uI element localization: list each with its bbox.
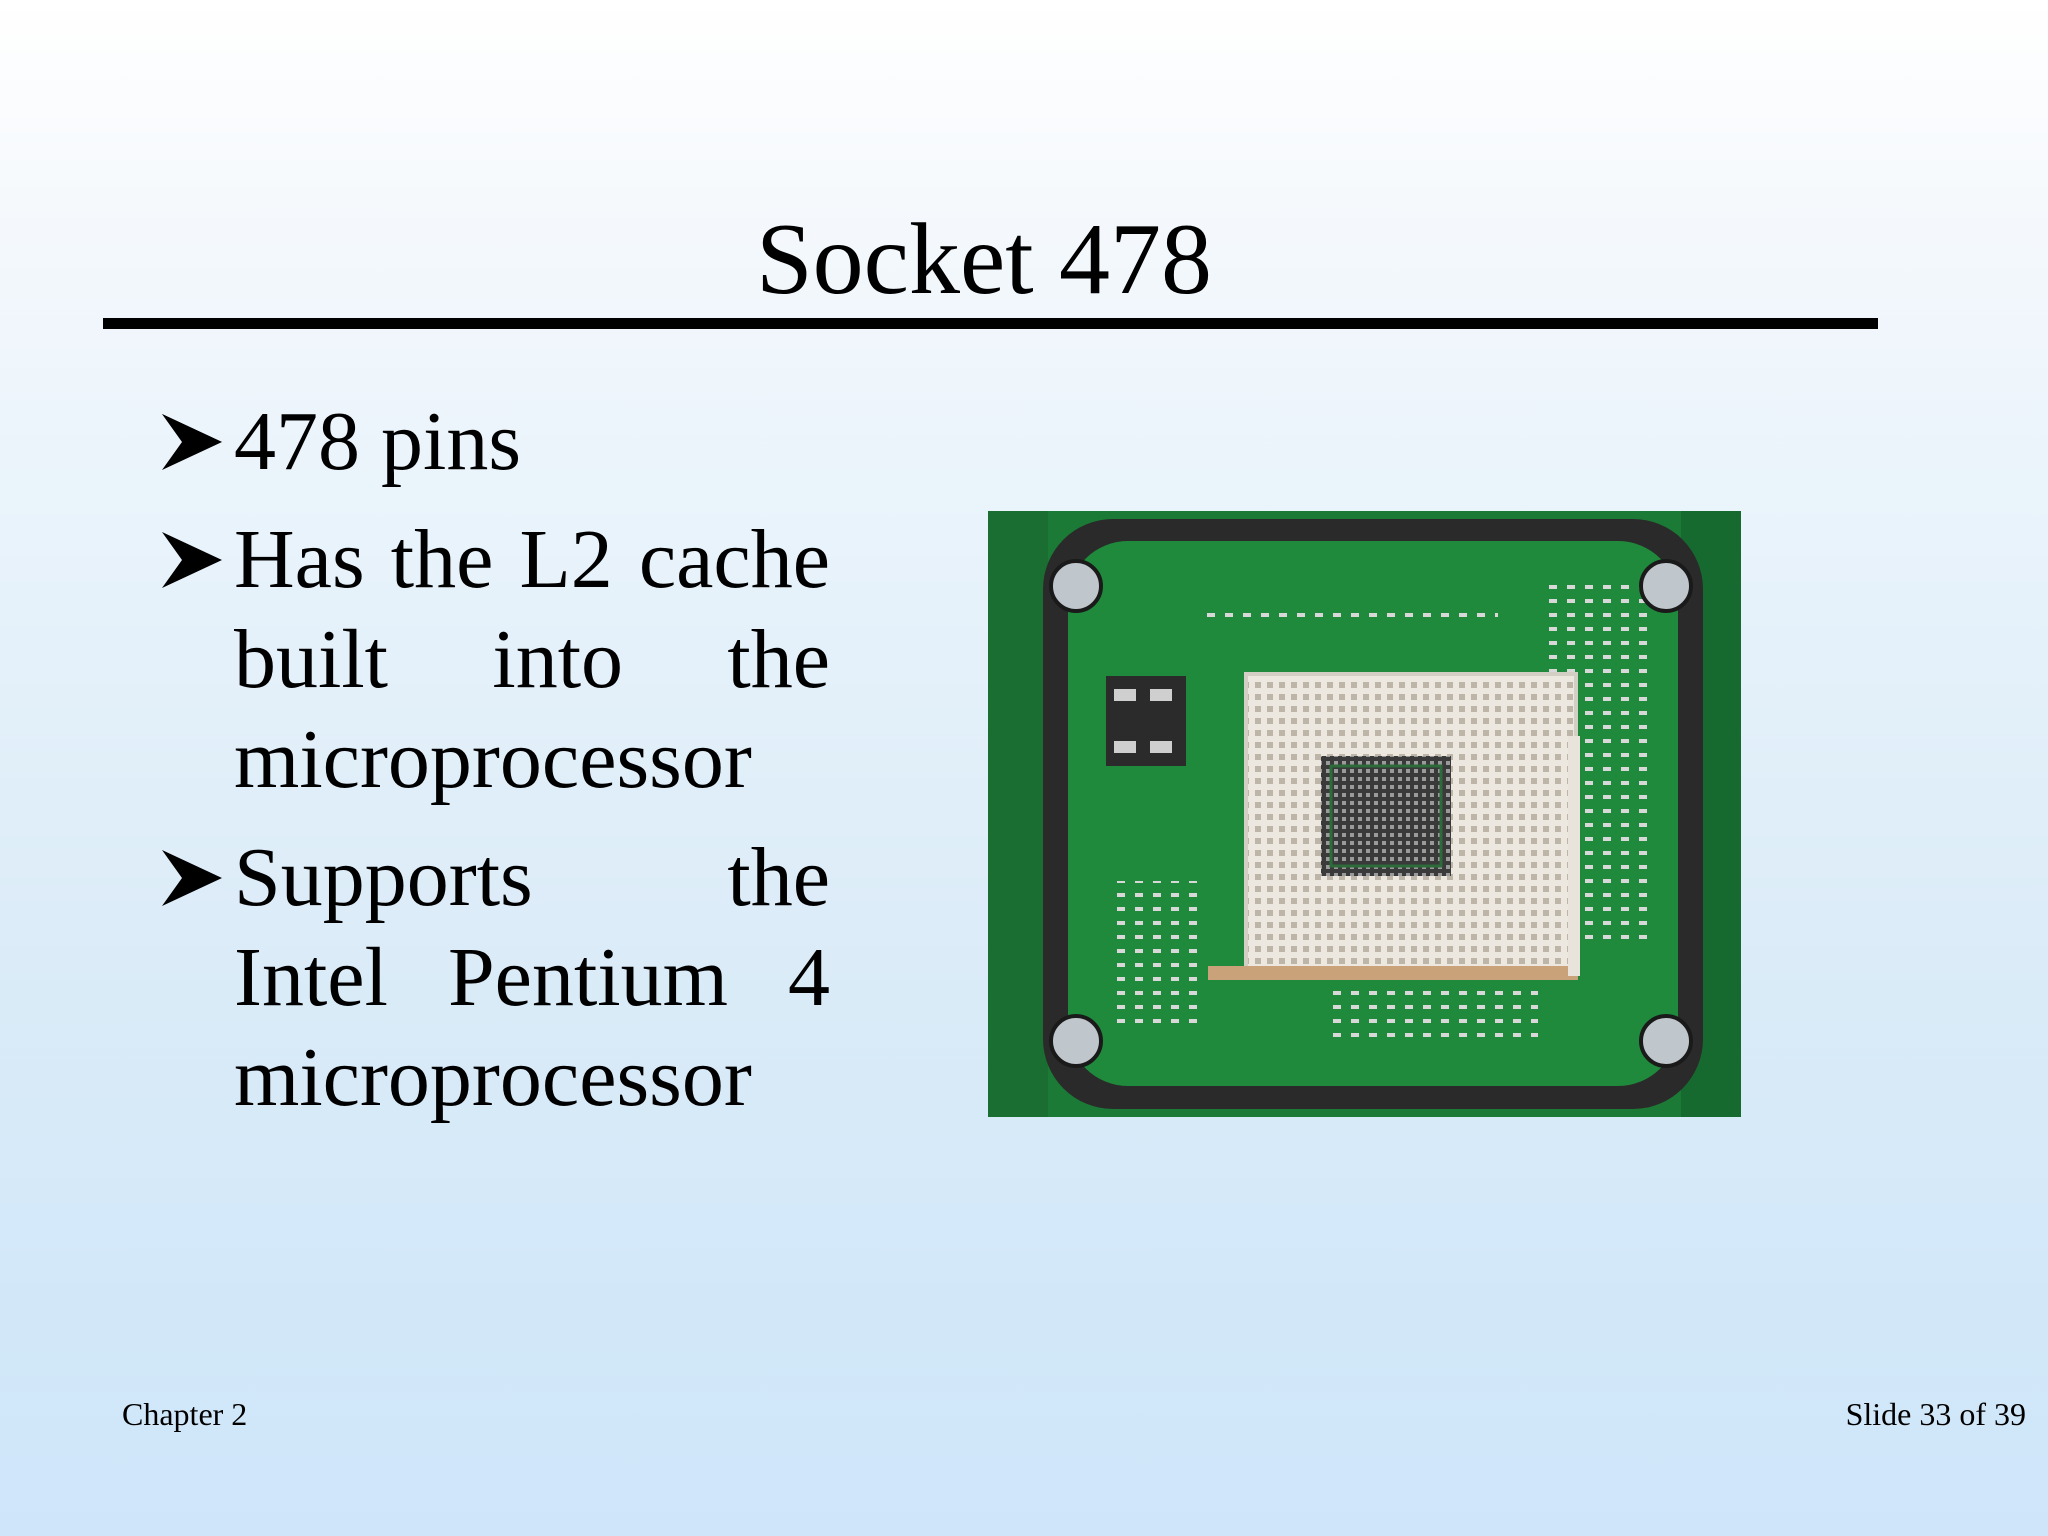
bullet-item: Supports the Intel Pentium 4 microproces… (160, 828, 830, 1128)
arrowhead-bullet-icon (162, 850, 222, 906)
arrowhead-bullet-icon (162, 414, 222, 470)
footer-slide-number: Slide 33 of 39 (1845, 1396, 2026, 1432)
title-underline (103, 318, 1878, 329)
bullet-item: 478 pins (160, 392, 830, 492)
arrowhead-bullet-icon (162, 532, 222, 588)
bullet-item: Has the L2 cache built into the micropro… (160, 510, 830, 810)
socket-478-photo (988, 511, 1741, 1117)
bullet-list: 478 pins Has the L2 cache built into the… (160, 392, 830, 1146)
motherboard-socket-image (988, 511, 1741, 1117)
bullet-text: Supports the Intel Pentium 4 microproces… (234, 831, 830, 1124)
bullet-text: 478 pins (234, 395, 522, 488)
bullet-text: Has the L2 cache built into the micropro… (234, 513, 830, 806)
slide-title: Socket 478 (755, 203, 1213, 316)
footer-chapter: Chapter 2 (122, 1396, 248, 1432)
